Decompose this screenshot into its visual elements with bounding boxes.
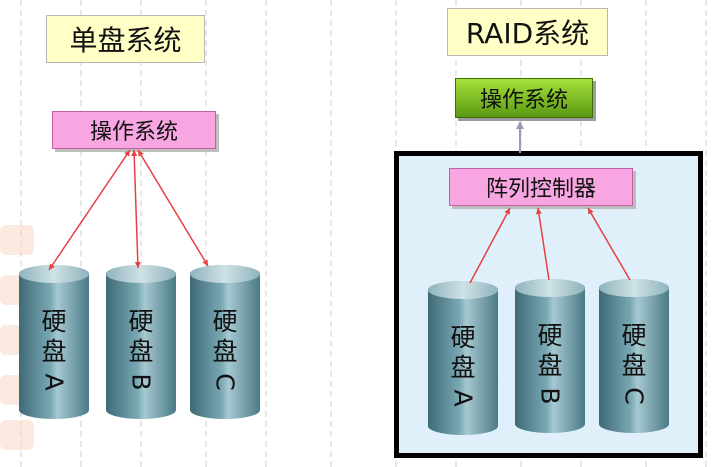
disk-char-1: 硬 (537, 321, 563, 350)
disk-label: 硬 盘 A (428, 323, 498, 413)
disk-char-2: 盘 (212, 337, 238, 366)
disk-label: 硬 盘 C (599, 321, 669, 411)
arrow-os-disk-b (131, 149, 141, 269)
disk-char-1: 硬 (621, 321, 647, 350)
arrow-disk-c-controller (587, 207, 631, 281)
left-os-label: 操作系统 (52, 111, 216, 149)
arrow-os-disk-a (48, 149, 131, 271)
disk-char-2: 盘 (128, 337, 154, 366)
disk-char-1: 硬 (128, 307, 154, 336)
right-os-label: 操作系统 (455, 78, 593, 118)
disk-char-2: 盘 (537, 351, 563, 380)
array-controller-label: 阵列控制器 (449, 168, 633, 206)
disk-label: 硬 盘 A (19, 307, 89, 397)
arrow-disk-b-controller (535, 207, 550, 281)
disk-char-2: 盘 (450, 353, 476, 382)
disk-label: 硬 盘 B (515, 321, 585, 411)
arrow-os-disk-c (137, 149, 209, 267)
arrow-disk-a-controller (469, 207, 511, 284)
grid-line (265, 0, 267, 467)
left-disk-a: 硬 盘 A (19, 265, 89, 419)
decorative-seal (0, 225, 34, 255)
raid-disk-c: 硬 盘 C (599, 279, 669, 433)
left-disk-c: 硬 盘 C (190, 265, 260, 419)
raid-system-title: RAID系统 (447, 8, 608, 56)
disk-char-2: 盘 (621, 351, 647, 380)
disk-label: 硬 盘 B (106, 307, 176, 397)
disk-char-2: 盘 (41, 337, 67, 366)
single-disk-system-title: 单盘系统 (46, 15, 205, 63)
disk-char-1: 硬 (212, 307, 238, 336)
disk-label: 硬 盘 C (190, 307, 260, 397)
grid-line (705, 0, 707, 467)
disk-char-1: 硬 (450, 323, 476, 352)
left-disk-b: 硬 盘 B (106, 265, 176, 419)
disk-char-1: 硬 (41, 307, 67, 336)
decorative-seal (0, 420, 34, 450)
raid-disk-b: 硬 盘 B (515, 279, 585, 433)
raid-disk-a: 硬 盘 A (428, 281, 498, 435)
grid-line (330, 0, 332, 467)
